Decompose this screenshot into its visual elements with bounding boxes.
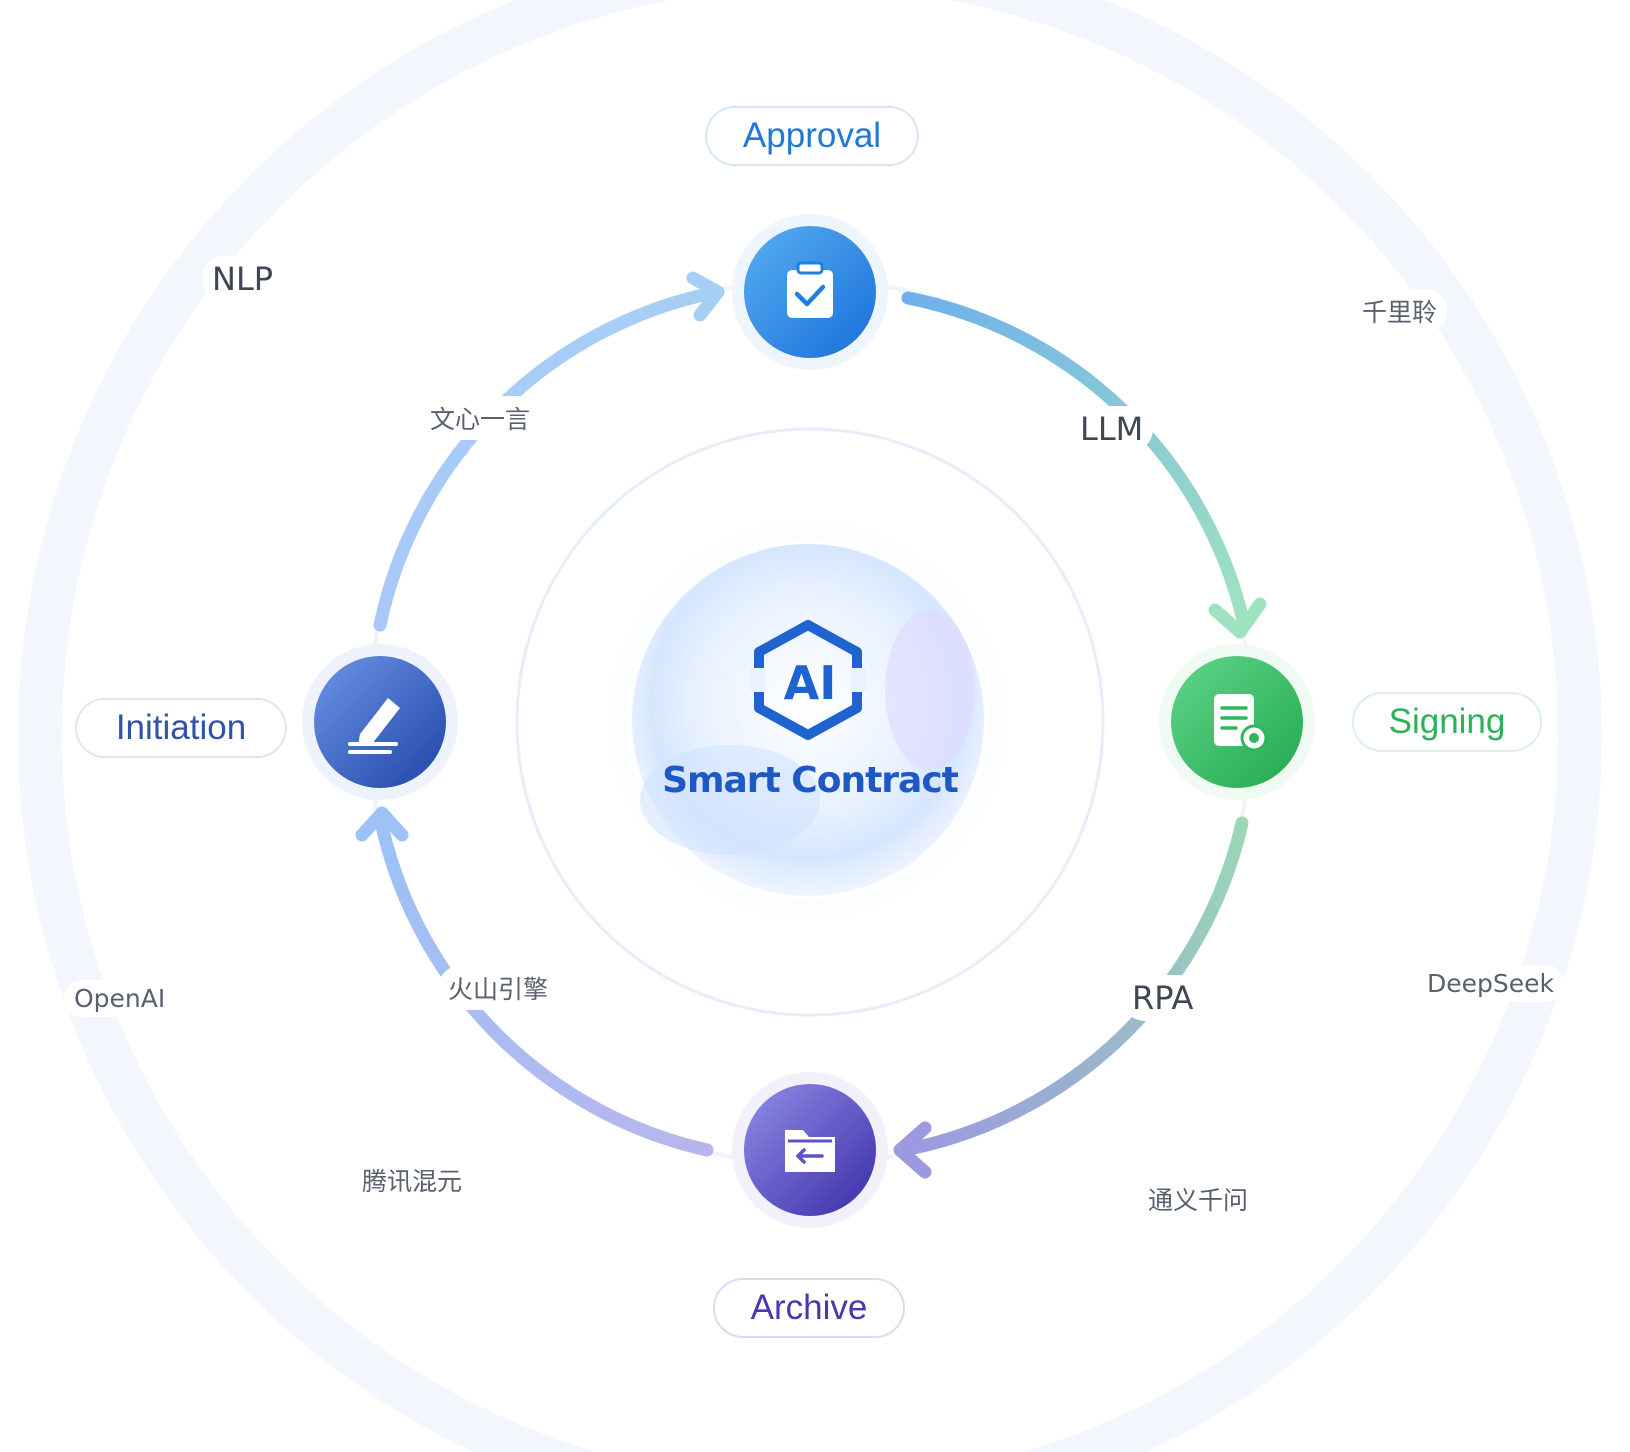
archive-label[interactable]: Archive — [713, 1278, 905, 1338]
signed-document-icon — [1214, 694, 1268, 752]
arrow-head-signing — [1208, 597, 1267, 639]
arc-signing-to-archive — [897, 816, 1249, 1157]
connector-huoshan: 火山引擎 — [438, 966, 559, 1010]
pen-sign-icon — [348, 698, 400, 754]
connector-wenxin: 文心一言 — [420, 396, 541, 440]
connector-llm: LLM — [1070, 406, 1154, 452]
signing-node[interactable] — [1159, 644, 1315, 800]
folder-return-icon — [785, 1130, 835, 1172]
signing-label[interactable]: Signing — [1352, 692, 1542, 752]
outer-ring — [18, 0, 1602, 1452]
sphere-tint — [885, 610, 975, 770]
model-hunyuan: 腾讯混元 — [352, 1158, 473, 1202]
initiation-node[interactable] — [302, 644, 458, 800]
connector-rpa: RPA — [1122, 975, 1204, 1021]
arrow-head-archive — [893, 1121, 932, 1179]
arc-archive-to-initiation — [375, 819, 714, 1157]
arrow-head-initiation — [355, 806, 409, 842]
model-openai: OpenAI — [64, 980, 176, 1017]
initiation-label[interactable]: Initiation — [75, 698, 287, 758]
model-tongyi: 通义千问 — [1138, 1177, 1259, 1221]
sphere-highlight — [640, 745, 820, 855]
approval-node[interactable] — [732, 214, 888, 370]
clipboard-check-icon — [787, 261, 833, 318]
inner-ring — [515, 427, 1105, 1017]
center-title: Smart Contract — [662, 760, 959, 801]
archive-node[interactable] — [732, 1072, 888, 1228]
model-deepseek: DeepSeek — [1417, 965, 1564, 1002]
ai-hexagon-icon — [750, 620, 866, 740]
approval-label[interactable]: Approval — [705, 106, 919, 166]
model-qianliling: 千里聆 — [1352, 289, 1448, 333]
model-nlp: NLP — [202, 256, 284, 302]
arrow-head-approval — [686, 271, 725, 322]
center-badge: AI — [783, 656, 837, 710]
